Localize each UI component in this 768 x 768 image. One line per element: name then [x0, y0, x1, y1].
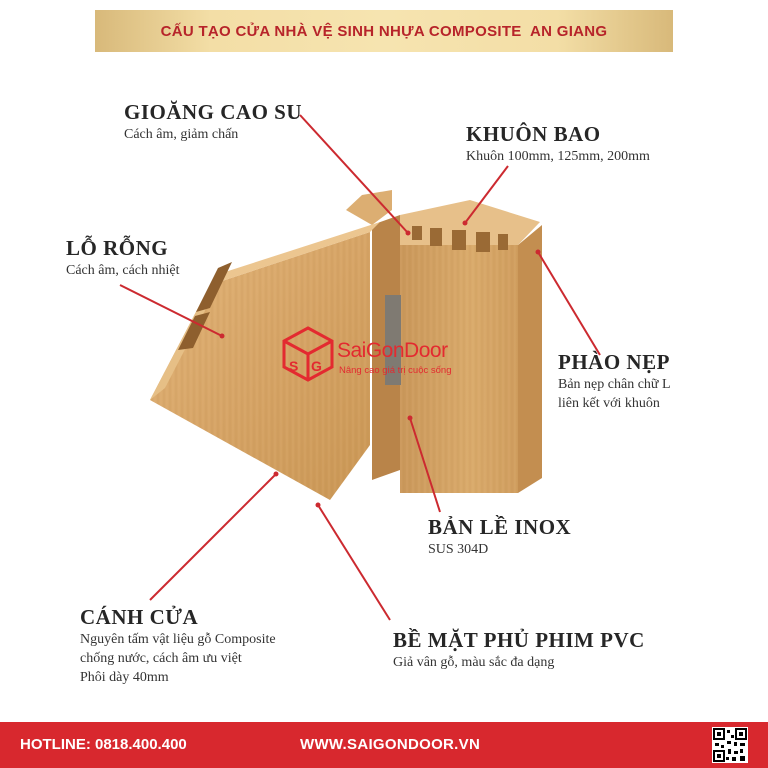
svg-text:S: S: [289, 358, 298, 374]
label-desc: Giả vân gỗ, màu sắc đa dạng: [393, 655, 555, 670]
label-desc: Khuôn 100mm, 125mm, 200mm: [466, 149, 650, 164]
saigondoor-logo: S G SaiGonDoor Nâng cao giá trị cuộc sốn…: [281, 325, 493, 385]
callout-dots: [219, 220, 541, 508]
callout-leaf: [149, 473, 277, 601]
label-desc: Bản nẹp chân chữ L: [558, 377, 671, 392]
label-hinge: BẢN LỀ INOX SUS 304D: [428, 515, 571, 559]
label-desc: SUS 304D: [428, 542, 489, 557]
label-title: GIOĂNG CAO SU: [124, 100, 303, 124]
label-title: LỖ RỖNG: [66, 236, 169, 260]
label-desc: Cách âm, giảm chấn: [124, 127, 239, 142]
label-trim: PHÀO NẸP Bản nẹp chân chữ L liên kết với…: [558, 350, 671, 413]
svg-text:G: G: [311, 358, 322, 374]
logo-brand: SaiGonDoor: [337, 339, 448, 362]
website-link[interactable]: WWW.SAIGONDOOR.VN: [300, 736, 481, 753]
label-title: PHÀO NẸP: [558, 350, 670, 374]
callout-trim: [537, 251, 601, 356]
logo-slogan: Nâng cao giá trị cuộc sống: [339, 365, 452, 376]
label-title: BẢN LỀ INOX: [428, 515, 572, 539]
label-gasket: GIOĂNG CAO SU Cách âm, giảm chấn: [124, 100, 302, 144]
label-desc: chống nước, cách âm ưu việt: [80, 651, 242, 666]
label-hollow: LỖ RỖNG Cách âm, cách nhiệt: [66, 236, 180, 280]
label-frame: KHUÔN BAO Khuôn 100mm, 125mm, 200mm: [466, 122, 650, 166]
label-title: CÁNH CỬA: [80, 605, 199, 629]
callout-frame: [464, 165, 509, 224]
qr-code-icon: [712, 727, 748, 763]
logo-cube-icon: S G: [282, 326, 334, 382]
hotline-text[interactable]: HOTLINE: 0818.400.400: [20, 736, 187, 753]
label-desc: Nguyên tấm vật liệu gỗ Composite: [80, 632, 276, 647]
callout-hollow: [119, 284, 223, 337]
footer-bar: HOTLINE: 0818.400.400 WWW.SAIGONDOOR.VN: [0, 722, 768, 768]
label-desc: liên kết với khuôn: [558, 396, 660, 411]
page-title: CẤU TẠO CỬA NHÀ VỆ SINH NHỰA COMPOSITE A…: [160, 22, 608, 40]
label-desc: Phôi dày 40mm: [80, 670, 169, 685]
callout-lines: [119, 114, 601, 621]
callout-surface: [317, 504, 391, 621]
callout-hinge: [409, 417, 441, 513]
label-title: KHUÔN BAO: [466, 122, 601, 146]
label-desc: Cách âm, cách nhiệt: [66, 263, 180, 278]
door-leaf: [150, 222, 380, 500]
header-banner: CẤU TẠO CỬA NHÀ VỆ SINH NHỰA COMPOSITE A…: [95, 10, 673, 52]
callout-gasket: [299, 114, 409, 234]
label-title: BỀ MẶT PHỦ PHIM PVC: [393, 628, 645, 652]
label-surface: BỀ MẶT PHỦ PHIM PVC Giả vân gỗ, màu sắc …: [393, 628, 645, 672]
door-diagram: [119, 114, 601, 621]
label-leaf: CÁNH CỬA Nguyên tấm vật liệu gỗ Composit…: [80, 605, 276, 687]
